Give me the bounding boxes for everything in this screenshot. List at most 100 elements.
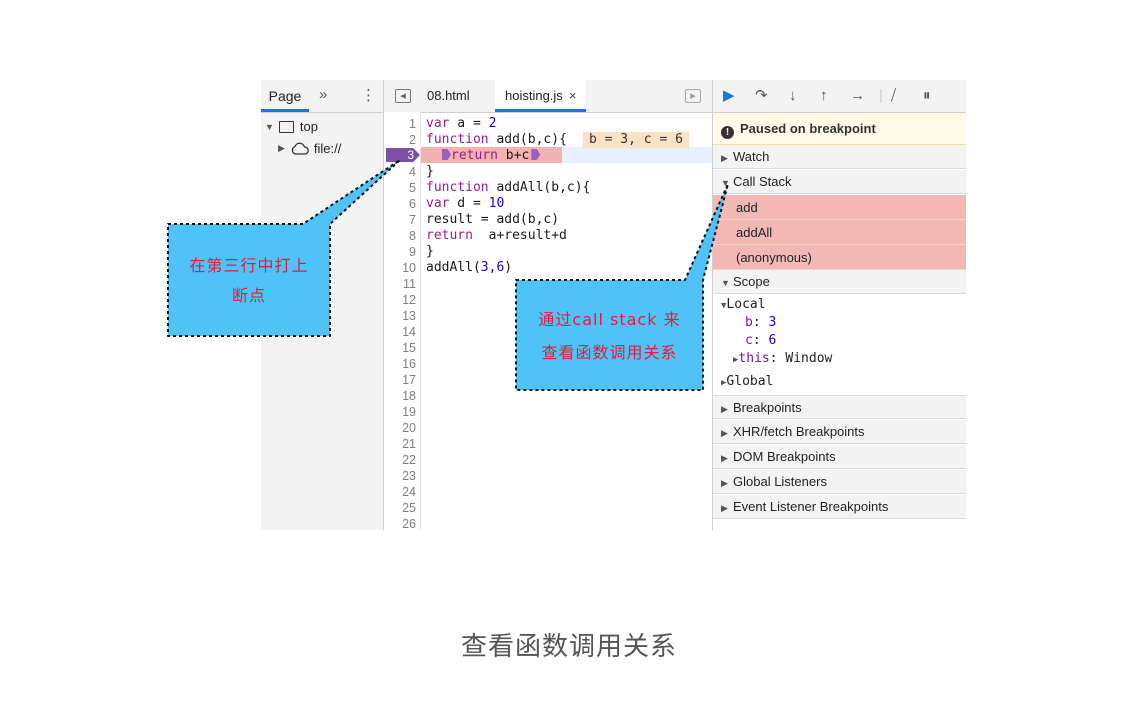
line-number[interactable]: 17 [402,373,416,387]
call-stack-frame-add[interactable]: add [713,195,966,220]
line-number[interactable]: 16 [402,357,416,371]
step-into-icon[interactable]: ↓ [789,87,797,104]
scope-var-c: c: 6 [745,333,777,348]
debugger-toolbar: ▶︎ ↷ ↓ ↑ → | ⧸ ⏸ [713,80,966,113]
execution-marker-icon [531,149,541,160]
code-line-1: var a = 2 [426,116,497,131]
triangle-right-icon: ▶ [721,378,727,388]
triangle-right-icon: ▶ [721,428,728,438]
section-watch[interactable]: ▶Watch [713,145,966,169]
triangle-down-icon: ▼ [265,121,274,132]
line-number[interactable]: 19 [402,405,416,419]
figure-caption: 查看函数调用关系 [460,632,677,662]
callout-right-line2: 查看函数调用关系 [541,343,678,362]
step-out-icon[interactable]: ↑ [820,87,828,104]
code-line-3: return b+c [442,148,541,164]
triangle-right-icon: ▶ [721,404,728,414]
code-line-9: } [426,244,434,259]
line-number[interactable]: 10 [402,261,416,275]
line-number[interactable]: 5 [409,181,416,195]
kebab-menu-icon[interactable]: ⋮ [361,87,376,104]
triangle-right-icon: ▶ [278,143,285,153]
tab-08-html[interactable]: 08.html [427,88,470,103]
line-number[interactable]: 7 [409,213,416,227]
section-global-listeners[interactable]: ▶Global Listeners [713,470,966,494]
line-number[interactable]: 21 [402,437,416,451]
line-number[interactable]: 26 [402,517,416,530]
line-number[interactable]: 20 [402,421,416,435]
code-line-7: result = add(b,c) [426,212,560,227]
code-line-4: } [426,164,434,179]
call-stack-frame-addall[interactable]: addAll [713,220,966,245]
triangle-right-icon: ▶ [721,503,728,513]
resume-icon[interactable]: ▶︎ [723,87,735,104]
callout-left-line2: 断点 [231,286,266,305]
code-line-8: return a+result+d [426,228,567,243]
line-number[interactable]: 23 [402,469,416,483]
tree-item-label: top [299,119,318,134]
toggle-debugger-icon[interactable]: ▸ [685,89,701,103]
cloud-icon [291,142,309,155]
paused-banner: !Paused on breakpoint [713,113,966,145]
tree-item-label: file:// [313,141,342,156]
chevron-double-right-icon[interactable]: » [319,86,328,103]
triangle-right-icon: ▶ [721,478,728,488]
line-number[interactable]: 2 [409,133,416,147]
line-number[interactable]: 4 [409,165,416,179]
line-number[interactable]: 11 [403,277,416,291]
triangle-right-icon: ▶ [721,453,728,463]
frame-icon [278,120,294,133]
devtools-screenshot: Page » ⋮ ▼ top ▶ file:// ◂ 08.html hoist… [261,80,966,530]
line-number[interactable]: 25 [402,501,416,515]
section-breakpoints[interactable]: ▶Breakpoints [713,395,966,419]
call-stack-frame-anonymous[interactable]: (anonymous) [713,245,966,270]
code-line-10: addAll(3,6) [426,260,513,275]
navigator-tabs: Page » ⋮ [261,80,383,113]
line-number[interactable]: 18 [402,389,416,403]
triangle-right-icon: ▶ [721,153,728,163]
callout-left-line1: 在第三行中打上 [189,256,309,275]
toggle-navigator-icon[interactable]: ◂ [395,89,411,103]
line-number[interactable]: 15 [402,341,416,355]
triangle-down-icon: ▼ [721,301,727,311]
toolbar-divider: | [879,87,883,104]
line-number[interactable]: 13 [402,309,416,323]
triangle-down-icon: ▼ [721,178,730,188]
line-number[interactable]: 24 [402,485,416,499]
section-scope[interactable]: ▼Scope [713,270,966,294]
scope-var-b: b: 3 [745,315,777,330]
tab-label: hoisting.js [505,88,563,103]
pause-on-exceptions-icon[interactable]: ⏸ [923,87,931,104]
scope-global[interactable]: ▶Global [721,374,774,389]
breakpoint-line-highlight [384,147,562,163]
debugger-sidebar: ▶︎ ↷ ↓ ↑ → | ⧸ ⏸ !Paused on breakpoint ▶… [713,80,966,530]
section-xhr-breakpoints[interactable]: ▶XHR/fetch Breakpoints [713,420,966,444]
section-dom-breakpoints[interactable]: ▶DOM Breakpoints [713,445,966,469]
line-number[interactable]: 22 [402,453,416,467]
line-number-gutter[interactable]: 1234567891011121314151617181920212223242… [384,112,421,530]
step-over-icon[interactable]: ↷ [755,87,768,104]
section-call-stack[interactable]: ▼Call Stack [713,170,966,194]
line-number[interactable]: 1 [409,117,416,131]
scope-local[interactable]: ▼Local [721,297,766,312]
close-icon[interactable]: × [568,88,577,103]
line-number[interactable]: 8 [409,229,416,243]
line-number[interactable]: 14 [402,325,416,339]
deactivate-breakpoints-icon[interactable]: ⧸ [891,87,897,104]
breakpoint-marker[interactable]: 3 [386,148,420,162]
tab-hoisting-js[interactable]: hoisting.js × [495,80,587,112]
line-number[interactable]: 9 [409,245,416,259]
line-number[interactable]: 12 [402,293,416,307]
section-event-listener-breakpoints[interactable]: ▶Event Listener Breakpoints [713,495,966,519]
step-icon[interactable]: → [850,87,865,104]
tree-item-file[interactable]: ▶ file:// [278,141,341,156]
execution-marker-icon [442,149,451,160]
scope-var-this[interactable]: ▶this: Window [733,351,833,366]
line-number[interactable]: 6 [409,197,416,211]
callout-right-line1: 通过call stack 来 [538,310,681,329]
tree-item-top[interactable]: ▼ top [265,119,318,134]
triangle-down-icon: ▼ [721,278,730,288]
tab-page[interactable]: Page [261,80,309,112]
